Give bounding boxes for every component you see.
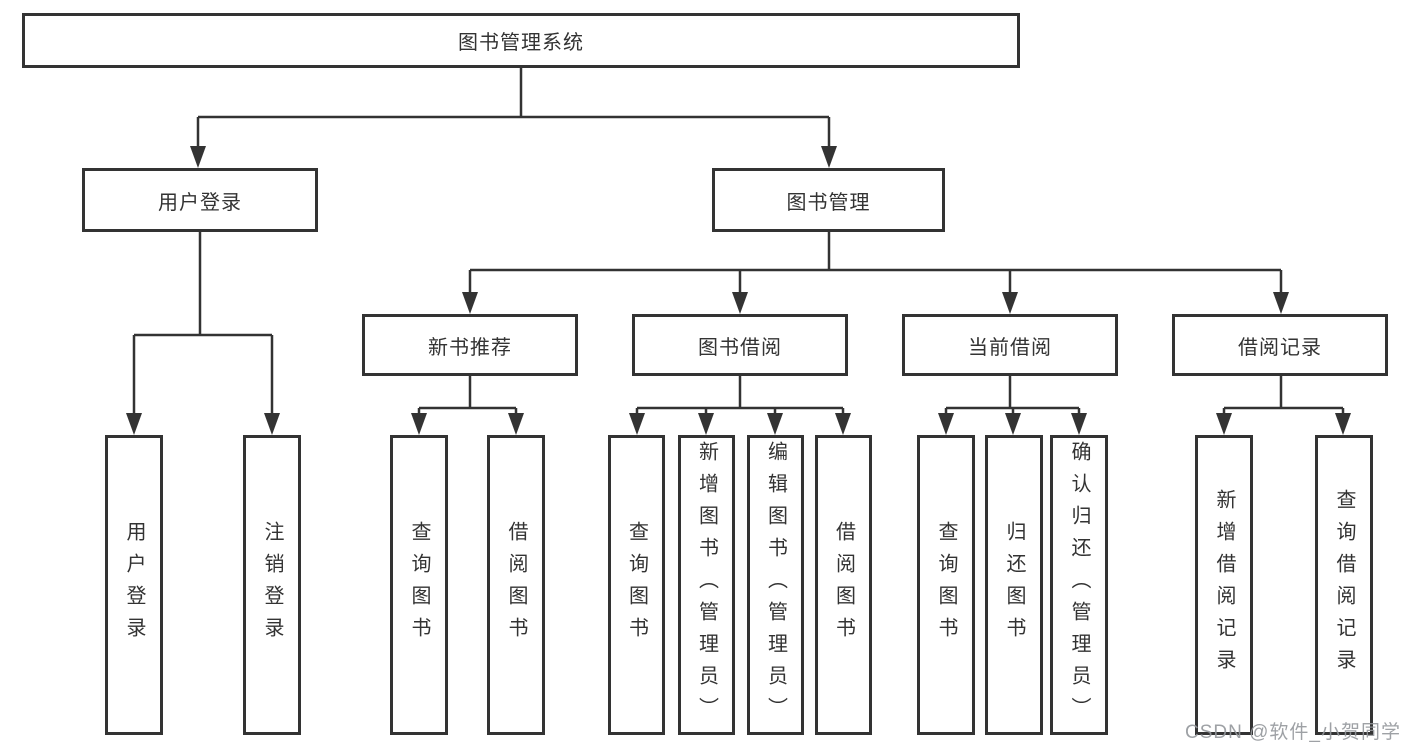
watermark: CSDN @软件_小贺同学 bbox=[1185, 722, 1401, 743]
node-user-login: 用户登录 bbox=[82, 168, 318, 232]
leaf-logout-label: 注销登录 bbox=[261, 521, 283, 649]
node-root-label: 图书管理系统 bbox=[458, 32, 584, 54]
leaf-query-books-current: 查询图书 bbox=[917, 435, 975, 735]
leaf-borrow-books-recommend: 借阅图书 bbox=[487, 435, 545, 735]
leaf-label: 确认归还（管理员） bbox=[1068, 441, 1090, 729]
leaf-label: 编辑图书（管理员） bbox=[764, 441, 787, 729]
leaf-label: 查询借阅记录 bbox=[1333, 489, 1355, 681]
node-book-borrowing: 图书借阅 bbox=[632, 314, 848, 376]
node-root: 图书管理系统 bbox=[22, 13, 1020, 68]
leaf-add-borrow-record: 新增借阅记录 bbox=[1195, 435, 1253, 735]
leaf-user-login: 用户登录 bbox=[105, 435, 163, 735]
leaf-confirm-return-admin: 确认归还（管理员） bbox=[1050, 435, 1108, 735]
node-borrowing-records: 借阅记录 bbox=[1172, 314, 1388, 376]
leaf-add-books-admin: 新增图书（管理员） bbox=[678, 435, 735, 735]
leaf-edit-books-admin: 编辑图书（管理员） bbox=[747, 435, 804, 735]
node-current-borrowing: 当前借阅 bbox=[902, 314, 1118, 376]
leaf-query-books-borrow: 查询图书 bbox=[608, 435, 665, 735]
leaf-label: 新增图书（管理员） bbox=[695, 441, 718, 729]
leaf-label: 归还图书 bbox=[1003, 521, 1025, 649]
node-new-book-recommendation-label: 新书推荐 bbox=[428, 336, 512, 359]
leaf-query-books-recommend: 查询图书 bbox=[390, 435, 448, 735]
node-book-borrowing-label: 图书借阅 bbox=[698, 336, 782, 359]
leaf-logout: 注销登录 bbox=[243, 435, 301, 735]
leaf-label: 借阅图书 bbox=[832, 521, 855, 649]
leaf-user-login-label: 用户登录 bbox=[123, 521, 145, 649]
leaf-label: 查询图书 bbox=[935, 521, 957, 649]
node-new-book-recommendation: 新书推荐 bbox=[362, 314, 578, 376]
leaf-label: 借阅图书 bbox=[505, 521, 527, 649]
node-book-management: 图书管理 bbox=[712, 168, 945, 232]
node-user-login-label: 用户登录 bbox=[158, 191, 242, 214]
node-borrowing-records-label: 借阅记录 bbox=[1238, 336, 1322, 359]
leaf-label: 查询图书 bbox=[625, 521, 648, 649]
leaf-borrow-books: 借阅图书 bbox=[815, 435, 872, 735]
node-book-management-label: 图书管理 bbox=[786, 191, 871, 214]
leaf-return-books: 归还图书 bbox=[985, 435, 1043, 735]
leaf-query-borrow-record: 查询借阅记录 bbox=[1315, 435, 1373, 735]
leaf-label: 新增借阅记录 bbox=[1213, 489, 1235, 681]
node-current-borrowing-label: 当前借阅 bbox=[968, 336, 1052, 359]
leaf-label: 查询图书 bbox=[408, 521, 430, 649]
